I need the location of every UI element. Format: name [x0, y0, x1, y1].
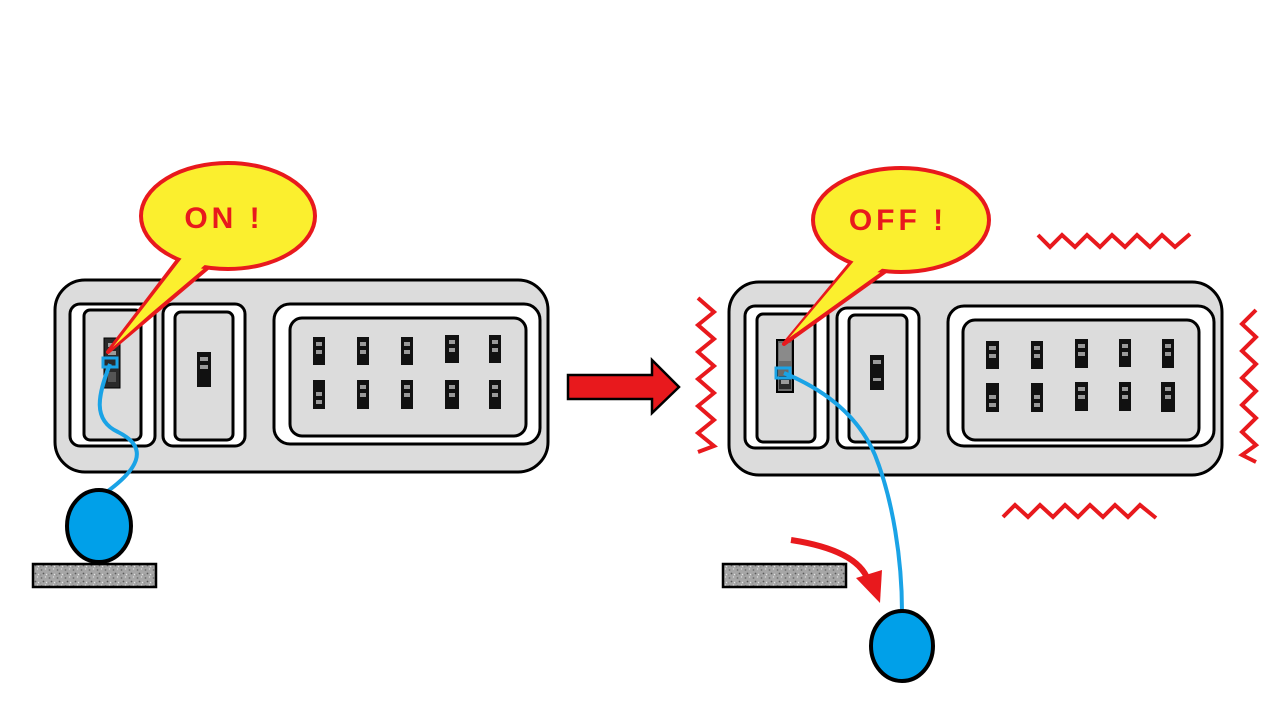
outlet-socket	[489, 380, 501, 409]
outlet-socket	[986, 383, 999, 412]
outlet-group	[946, 304, 1216, 448]
outlet-socket	[357, 337, 369, 365]
zigzag-icon	[1238, 308, 1260, 464]
outlet-socket	[1075, 339, 1088, 368]
floor-block	[31, 562, 158, 589]
outlet-socket	[489, 335, 501, 363]
on-state-panel: ON !	[31, 161, 550, 589]
off-state-panel: OFF !	[694, 166, 1260, 683]
outlet-socket	[445, 335, 459, 363]
rocker-switch	[197, 352, 211, 387]
cable	[96, 363, 139, 500]
curved-arrow-icon	[790, 537, 882, 603]
floor-block	[721, 562, 848, 589]
outlet-socket	[313, 380, 325, 409]
zigzag-icon	[1001, 502, 1158, 520]
outlet-socket	[1162, 339, 1174, 368]
cable-clip	[774, 366, 792, 380]
outlet-socket	[1119, 339, 1131, 367]
zigzag-icon	[1036, 232, 1192, 250]
bubble-label: ON !	[184, 202, 263, 235]
outlet-socket	[401, 337, 413, 365]
blue-ball	[869, 609, 935, 683]
outlet-socket	[986, 341, 999, 369]
outlet-group	[272, 302, 542, 446]
zigzag-icon	[694, 296, 718, 454]
rocker-switch	[776, 339, 794, 393]
rocker-switch	[870, 355, 884, 390]
outlet-socket	[1031, 383, 1043, 412]
speech-bubble: OFF !	[782, 166, 991, 346]
outlet-socket	[1075, 382, 1088, 411]
outlet-socket	[401, 380, 413, 409]
outlet-socket	[357, 380, 369, 409]
outlet-socket	[313, 337, 325, 365]
cable	[783, 371, 904, 613]
outlet-socket	[445, 380, 459, 409]
cable-clip	[101, 356, 119, 369]
blue-ball	[65, 488, 133, 564]
outlet-socket	[1161, 382, 1175, 412]
outlet-socket	[1119, 382, 1131, 411]
speech-bubble: ON !	[106, 161, 317, 354]
bubble-label: OFF !	[849, 204, 947, 237]
outlet-socket	[1031, 341, 1043, 369]
right-arrow-icon	[566, 356, 681, 416]
